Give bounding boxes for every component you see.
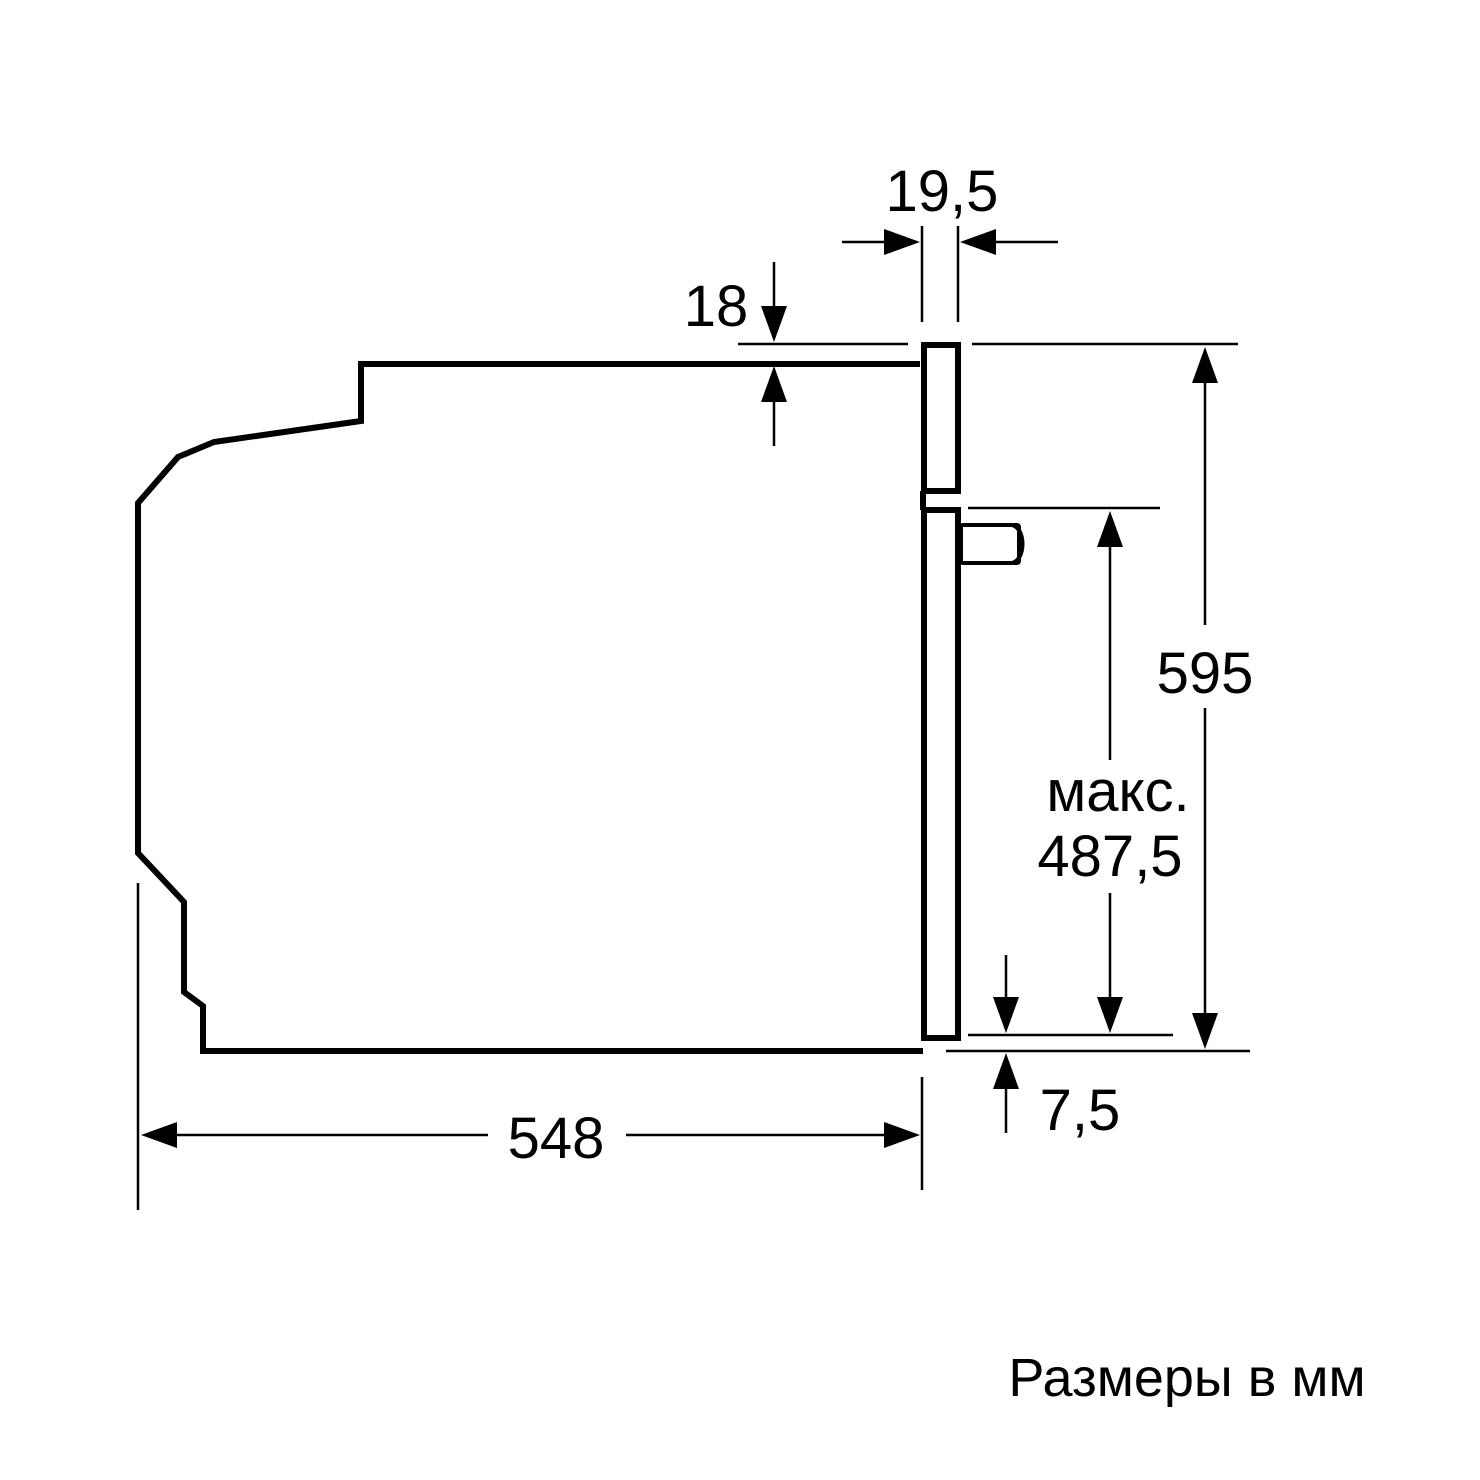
dimension-lines	[165, 240, 1207, 1137]
dim-label-548: 548	[508, 1106, 605, 1171]
front-panel	[920, 342, 961, 1041]
units-caption: Размеры в мм	[1008, 1348, 1365, 1408]
oven-body-contour	[135, 361, 923, 1054]
arrow-487-down	[1097, 997, 1123, 1033]
oven-body-outline	[135, 361, 923, 1054]
handle-bar	[959, 523, 1021, 565]
control-panel	[921, 342, 961, 494]
arrowheads	[141, 229, 1218, 1148]
arrow-gap-left	[884, 229, 920, 255]
arrow-7-5-down	[993, 997, 1019, 1033]
arrow-7-5-up	[993, 1053, 1019, 1089]
dim-label-595: 595	[1157, 641, 1254, 706]
dim-label-7-5: 7,5	[1040, 1078, 1121, 1143]
arrow-18-down	[761, 306, 787, 342]
dim-label-gap: 19,5	[886, 159, 999, 224]
arrow-595-down	[1192, 1013, 1218, 1049]
extension-lines	[136, 226, 1250, 1210]
arrow-gap-right	[960, 229, 996, 255]
oven-door	[921, 507, 961, 1041]
handle-cap	[1011, 523, 1025, 565]
dim-label-18: 18	[684, 274, 749, 339]
door-handle	[959, 523, 1025, 565]
dim-label-487-5: 487,5	[1037, 824, 1182, 889]
arrow-595-up	[1192, 347, 1218, 383]
dim-label-max: макс.	[1046, 759, 1189, 824]
arrow-487-up	[1097, 511, 1123, 547]
arrow-548-left	[141, 1122, 177, 1148]
arrow-548-right	[884, 1122, 920, 1148]
arrow-18-up	[761, 366, 787, 402]
